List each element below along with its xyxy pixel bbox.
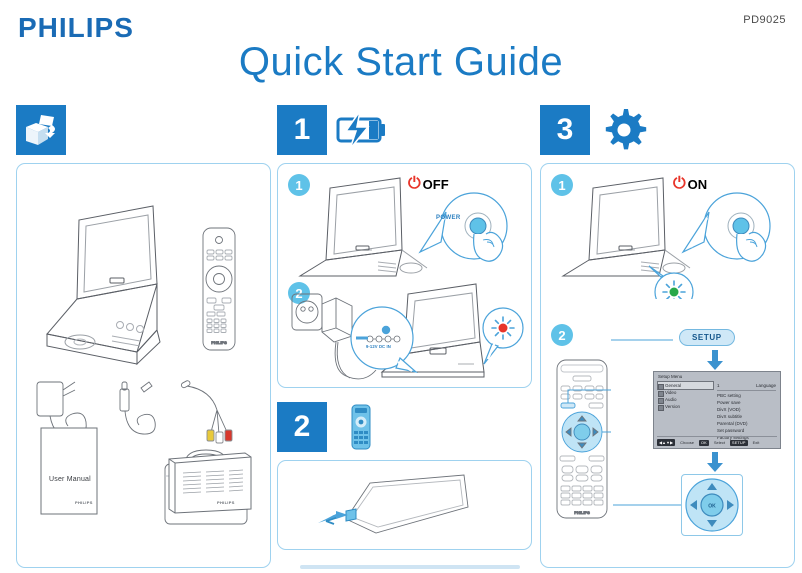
footer-key-setup: SETUP xyxy=(729,439,748,446)
svg-text:PHILIPS: PHILIPS xyxy=(211,340,227,345)
setup-menu-left-list: General Video Audio Version xyxy=(656,381,715,411)
setup-menu-item-audio[interactable]: Audio xyxy=(658,396,713,404)
battery-charge-icon xyxy=(335,105,387,155)
user-manual-brand: PHILIPS xyxy=(75,500,93,505)
power-callout-label: POWER xyxy=(436,215,461,221)
power-glyph-icon: ⏻ xyxy=(408,175,421,192)
setup-menu-title: Setup Menu xyxy=(658,374,683,379)
setup-menu-item-video[interactable]: Video xyxy=(658,389,713,397)
leaflet-brand: PHILIPS xyxy=(217,500,235,505)
step1-column: 1 1 ⏻ OFF xyxy=(277,105,532,550)
step2-card xyxy=(277,460,532,550)
setup-option-parental[interactable]: Parental (DVD) xyxy=(717,421,748,426)
footer-decoration-bar xyxy=(300,565,520,569)
model-number: PD9025 xyxy=(743,14,786,26)
power-state-text: OFF xyxy=(422,176,449,192)
step1-device-illustration xyxy=(298,177,508,277)
step3-badge-row: 3 xyxy=(540,105,795,157)
accessories-card: PHILIPS xyxy=(16,163,271,568)
arrow-down-to-navpad-icon xyxy=(707,452,723,472)
power-glyph-icon: ⏻ xyxy=(673,175,686,192)
power-off-label: ⏻ OFF xyxy=(408,176,449,192)
accessories-column: PHILIPS xyxy=(16,105,271,568)
navpad-leader-line xyxy=(613,504,681,506)
setup-menu-item-general[interactable]: General xyxy=(656,381,715,390)
setup-menu-right-list: 1 Language PBC setting Power save DivX (… xyxy=(717,382,776,441)
dc-in-label: 9-12V DC IN xyxy=(366,344,391,349)
step1-adapter-illustration xyxy=(291,283,524,380)
step1-substep2-number: 2 xyxy=(288,282,310,304)
power-state-text: ON xyxy=(687,176,708,192)
leaflet-illustration xyxy=(168,452,252,514)
step1-substep1-number: 1 xyxy=(288,174,310,196)
setup-leader-line xyxy=(611,339,673,341)
step3-remote-illustration: PHILIPS xyxy=(556,359,611,519)
footer-text-select: Select xyxy=(713,440,725,445)
open-box-icon xyxy=(16,105,66,155)
navpad-callout[interactable]: OK xyxy=(681,474,743,536)
user-manual-illustration xyxy=(40,427,98,515)
setup-menu-item-version[interactable]: Version xyxy=(658,403,713,411)
setup-menu-header-right: Language xyxy=(755,383,776,388)
setup-button[interactable]: SETUP xyxy=(679,329,735,346)
remote-battery-illustration xyxy=(318,474,469,534)
navpad-icon[interactable]: OK xyxy=(682,475,742,535)
svg-text:OK: OK xyxy=(708,504,716,510)
setup-menu-header-left: 1 xyxy=(717,383,720,388)
step2-badge-row: 2 xyxy=(277,402,532,454)
footer-text-exit: Exit xyxy=(752,440,760,445)
setup-option-factory-settings[interactable]: Factory settings xyxy=(717,435,749,440)
step3-card: 1 ⏻ ON xyxy=(540,163,795,568)
footer-text-choose: Choose xyxy=(680,440,694,445)
step2-number: 2 xyxy=(277,402,327,452)
philips-logo: PHILIPS xyxy=(18,12,134,43)
step1-number: 1 xyxy=(277,105,327,155)
svg-text:PHILIPS: PHILIPS xyxy=(574,510,590,515)
step1-badge-row: 1 xyxy=(277,105,532,157)
power-on-label: ⏻ ON xyxy=(673,176,707,192)
page-title: Quick Start Guide xyxy=(238,40,564,84)
setup-option-set-password[interactable]: Set password xyxy=(717,428,745,433)
user-manual-label: User Manual xyxy=(49,476,91,483)
setup-option-power-save[interactable]: Power save xyxy=(717,400,741,405)
accessories-badge-row xyxy=(16,105,271,157)
setup-option-pbc[interactable]: PBC setting xyxy=(717,393,741,398)
gear-icon xyxy=(598,105,650,155)
step3-substep2-number: 2 xyxy=(551,324,573,346)
step1-card: 1 ⏻ OFF xyxy=(277,163,532,388)
step3-number: 3 xyxy=(540,105,590,155)
footer-key-ok: OK xyxy=(698,439,709,446)
step3-column: 3 1 ⏻ ON xyxy=(540,105,795,568)
setup-menu-footer: ◀▲▼▶ Choose OK Select SETUP Exit xyxy=(657,436,777,446)
step3-substep1-number: 1 xyxy=(551,174,573,196)
setup-menu-screen: Setup Menu General Video Audio Version 1… xyxy=(653,371,781,449)
arrow-down-to-menu-icon xyxy=(707,350,723,370)
footer-key-navigate: ◀▲▼▶ xyxy=(657,439,676,446)
setup-menu-right-header: 1 Language xyxy=(717,382,776,391)
setup-option-divx-vod[interactable]: DivX (VOD) xyxy=(717,407,741,412)
setup-option-divx-subtitle[interactable]: DivX subtitle xyxy=(717,414,743,419)
step3-device-illustration xyxy=(561,177,771,299)
remote-control-icon xyxy=(335,402,387,452)
